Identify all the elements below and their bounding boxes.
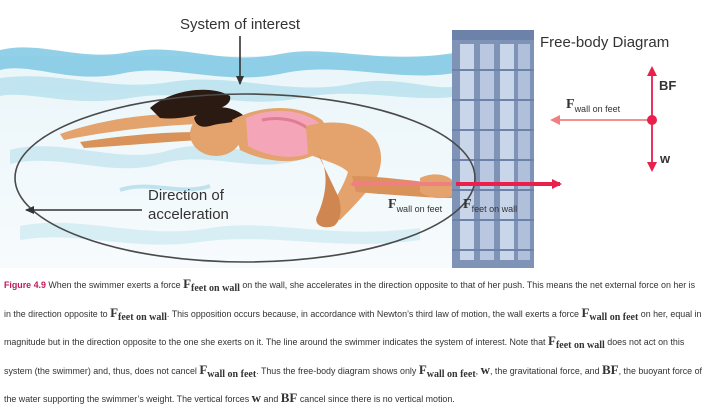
vector-f-feet-on-wall-2: Ffeet on wall — [110, 304, 167, 323]
caption-text-9: , the buoyant force of the water support… — [4, 365, 702, 405]
caption-text-5: does not act on this system (the swimmer… — [4, 337, 685, 376]
figure-caption: Figure 4.9 When the swimmer exerts a for… — [4, 272, 704, 412]
caption-text-10: and — [261, 394, 281, 404]
vector-subscript: wall on feet — [207, 368, 257, 380]
fbd-force-wall-on-feet-label: Fwall on feet — [566, 97, 621, 114]
fbd-point — [647, 115, 657, 125]
caption-text-2: on the wall, she accelerates in the dire… — [4, 280, 696, 319]
pool-wall — [452, 30, 534, 268]
fbd-title: Free-body Diagram — [540, 34, 669, 51]
vector-bf-2: BF — [280, 390, 298, 405]
force-feet-on-wall-symbol: F — [463, 197, 472, 212]
vector-subscript: feet on wall — [118, 311, 167, 323]
force-feet-on-wall-label: Ffeet on wall — [463, 197, 517, 214]
vector-f-wall-on-feet-2: Fwall on feet — [199, 361, 257, 380]
fbd-force-subscript: wall on feet — [574, 104, 621, 114]
free-body-diagram: Free-body Diagram BF w Fwall on feet — [540, 34, 676, 172]
caption-text-11: cancel since there is no vertical motion… — [297, 394, 455, 404]
caption-text-3: . This opposition occurs because, in acc… — [166, 308, 582, 319]
vector-w-2: w — [251, 390, 262, 405]
vector-subscript: wall on feet — [589, 311, 639, 323]
vector-subscript: wall on feet — [426, 368, 476, 380]
vector-f-wall-on-feet-3: Fwall on feet — [418, 361, 476, 380]
vector-f-feet-on-wall-1: Ffeet on wall — [183, 276, 240, 294]
caption-text-6: . Thus the free-body diagram shows only — [256, 365, 419, 376]
direction-label-line1: Direction of — [148, 187, 225, 204]
force-wall-on-feet-label: Fwall on feet — [388, 197, 443, 214]
swimmer — [60, 89, 452, 228]
fbd-bf-label: BF — [659, 78, 676, 93]
vector-symbol: F — [183, 276, 192, 291]
vector-f-feet-on-wall-3: Ffeet on wall — [547, 333, 605, 351]
direction-label-line2: acceleration — [148, 206, 229, 223]
vector-symbol: F — [581, 304, 590, 320]
caption-text-7: , — [475, 365, 481, 376]
fbd-w-label: w — [659, 151, 671, 166]
vector-subscript: feet on wall — [555, 340, 605, 351]
system-of-interest-label: System of interest — [180, 16, 301, 33]
force-wall-on-feet-symbol: F — [388, 197, 397, 212]
caption-text-1: When the swimmer exerts a force — [45, 280, 184, 290]
system-boundary — [14, 93, 476, 263]
caption-text-4: on her, equal in magnitude but in the di… — [4, 308, 702, 348]
vector-bf-1: BF — [601, 361, 619, 377]
force-wall-on-feet-subscript: wall on feet — [396, 204, 443, 214]
vector-f-wall-on-feet-1: Fwall on feet — [581, 304, 639, 323]
caption-text-8: , the gravitational force, and — [489, 365, 602, 376]
force-feet-on-wall-subscript: feet on wall — [472, 204, 518, 214]
vector-symbol: F — [418, 361, 427, 377]
fbd-force-symbol: F — [566, 97, 575, 112]
vector-subscript: feet on wall — [191, 283, 240, 294]
swimmer-figure: System of interest Direction of accelera… — [0, 16, 676, 268]
vector-w-1: w — [480, 361, 490, 377]
vector-symbol: F — [547, 333, 556, 348]
vector-symbol: F — [199, 361, 208, 377]
vector-symbol: F — [110, 304, 119, 320]
figure-number: Figure 4.9 — [4, 280, 46, 290]
water — [0, 47, 460, 268]
